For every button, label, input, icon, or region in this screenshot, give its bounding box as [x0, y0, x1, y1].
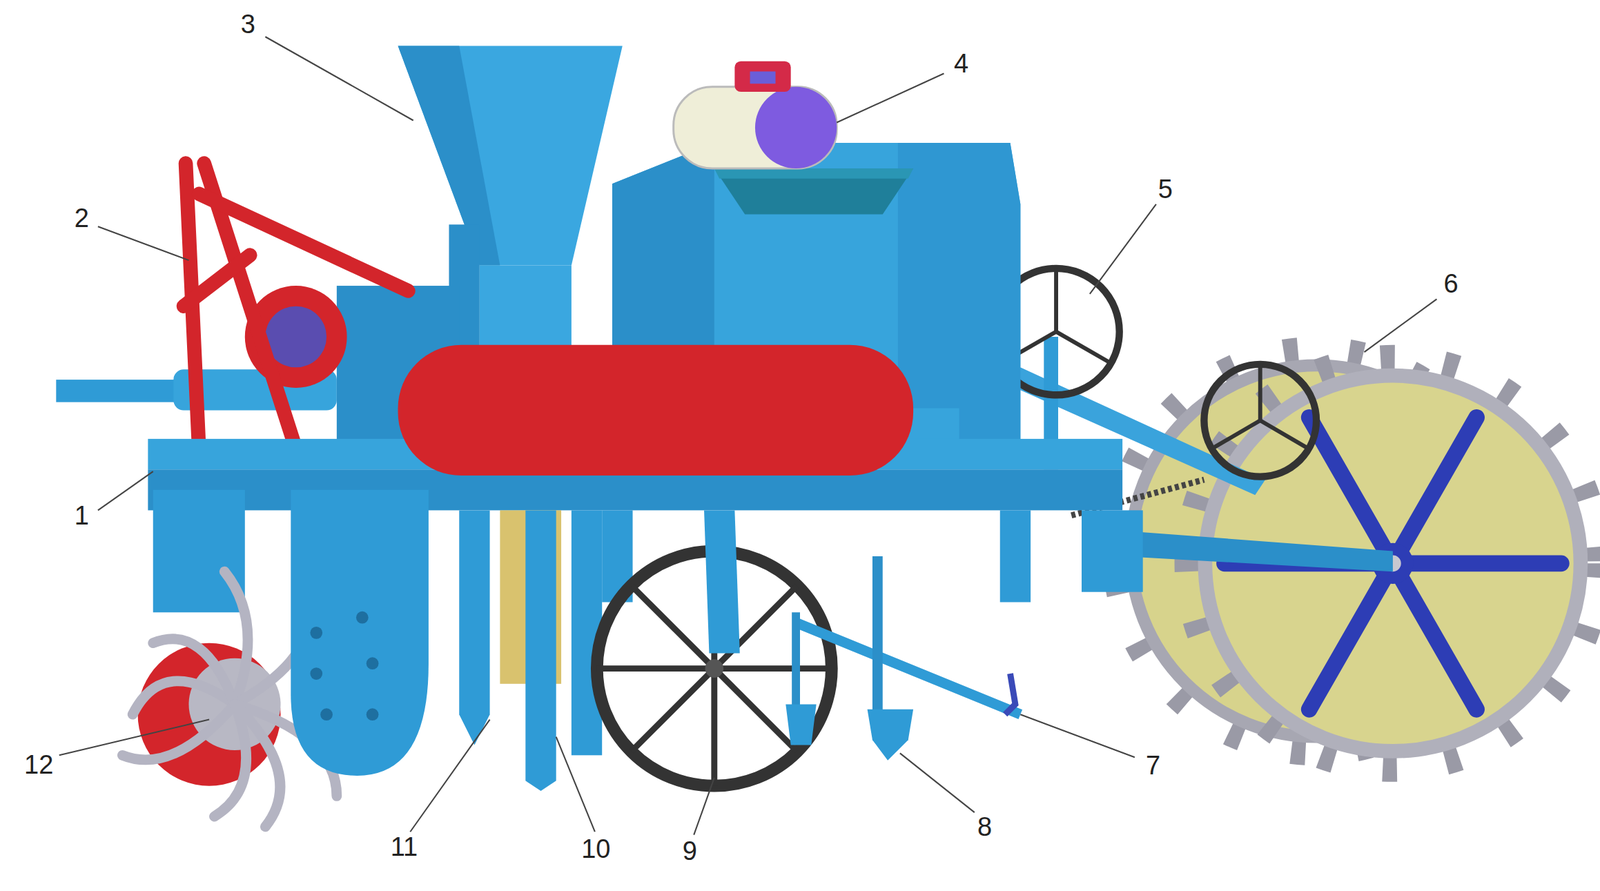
belt-cover [398, 345, 914, 476]
callout-number: 10 [579, 834, 613, 864]
coverer [785, 556, 1021, 761]
furrow-openers [459, 510, 602, 792]
three-point-hitch [183, 163, 408, 450]
callout-number: 7 [1143, 750, 1163, 780]
callout-number: 1 [72, 501, 92, 531]
drive-wheel [597, 510, 832, 786]
spiked-wheel [1115, 349, 1598, 768]
callout-number: 5 [1156, 174, 1175, 204]
callout-number: 2 [72, 203, 92, 233]
callout-number: 6 [1441, 269, 1461, 299]
leader-lines [59, 36, 1438, 835]
callout-number: 4 [951, 49, 971, 78]
callout-number: 12 [22, 750, 56, 780]
water-tank [673, 61, 914, 215]
callout-number: 11 [388, 832, 420, 862]
callout-number: 8 [975, 812, 994, 842]
callout-number: 3 [238, 9, 258, 39]
side-plate [290, 490, 429, 776]
callout-number: 9 [680, 836, 700, 866]
